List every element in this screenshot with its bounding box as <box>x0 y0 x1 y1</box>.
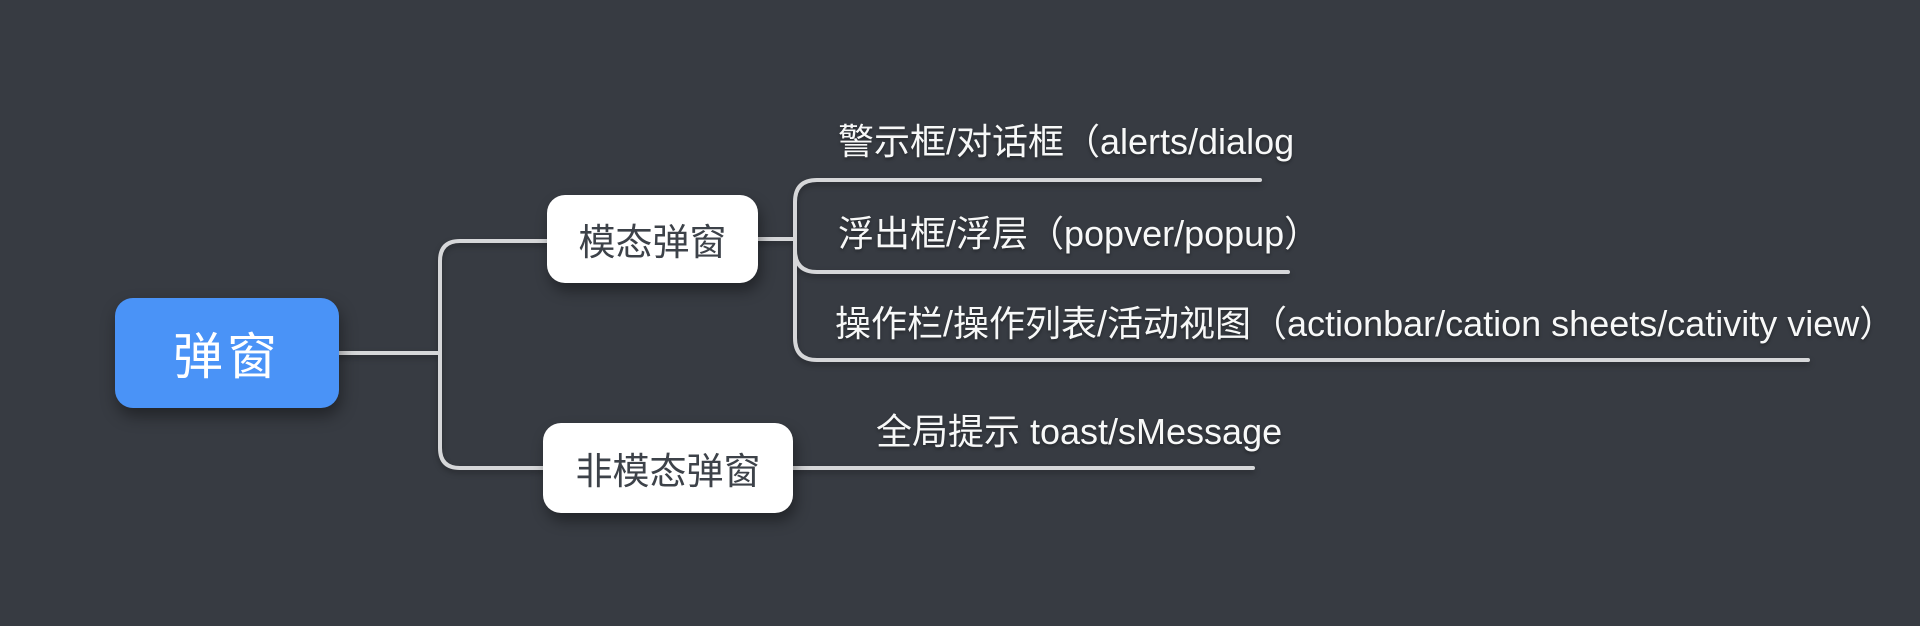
subtopic-popover-popup[interactable]: 浮出框/浮层（popver/popup） <box>838 213 1321 254</box>
topic-nonmodal-popup-label: 非模态弹窗 <box>575 451 761 492</box>
topic-root-label: 弹窗 <box>173 329 281 385</box>
topic-root[interactable]: 弹窗 <box>115 298 339 408</box>
connector-modal-bracket-top-bottom <box>793 178 1810 362</box>
topic-modal-popup[interactable]: 模态弹窗 <box>547 195 758 283</box>
connector-modal-middle-branch <box>793 248 1290 274</box>
connector-root-bracket <box>438 239 549 470</box>
subtopic-alerts-dialog[interactable]: 警示框/对话框（alerts/dialog <box>838 121 1295 162</box>
topic-nonmodal-popup[interactable]: 非模态弹窗 <box>543 423 793 513</box>
subtopic-actionbar-sheets[interactable]: 操作栏/操作列表/活动视图（actionbar/cation sheets/ca… <box>835 303 1896 344</box>
topic-modal-popup-label: 模态弹窗 <box>578 222 727 263</box>
subtopic-toast-message[interactable]: 全局提示 toast/sMessage <box>876 411 1283 452</box>
